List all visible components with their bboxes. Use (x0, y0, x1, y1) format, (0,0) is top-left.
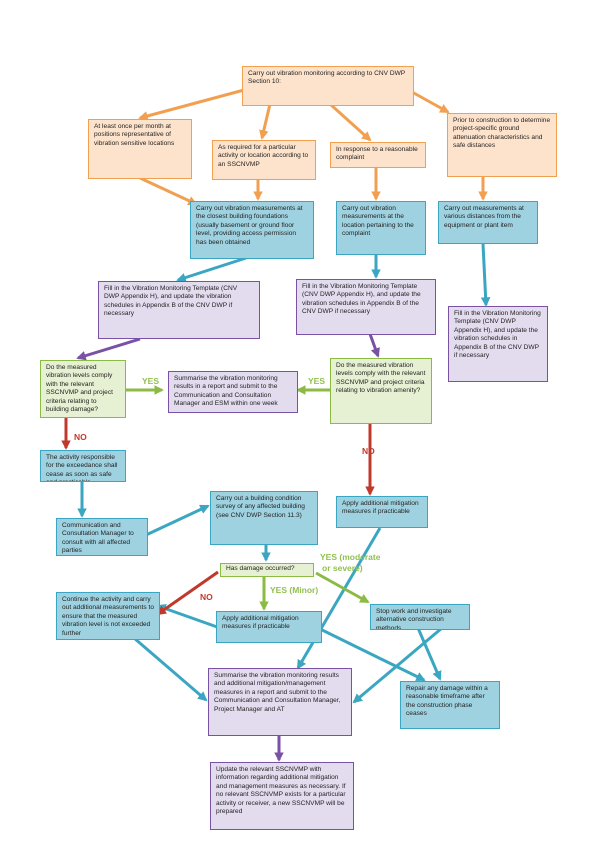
arrow-templatemid-comply (368, 333, 380, 358)
label-yes-moderate-line2: or severe) (322, 563, 363, 573)
arrow-measure-templateleft (176, 256, 247, 283)
arrow-mitigationmid-repair (317, 626, 426, 682)
node-summarise-week: Summarise the vibration monitoring resul… (168, 371, 298, 413)
label-no-damage: NO (200, 592, 213, 602)
arrow-consult-survey (145, 504, 210, 537)
node-stop-work: Stop work and investigate alternative co… (370, 604, 470, 630)
arrow-measure-templateright (480, 243, 491, 307)
label-yes-moderate-line1: YES (moderate (320, 552, 381, 562)
arrow-continue-summary (133, 636, 208, 702)
node-as-required: As required for a particular activity or… (212, 140, 316, 180)
node-damage-occurred: Has damage occurred? (220, 563, 314, 577)
arrow-templateleft-comply (76, 337, 141, 361)
node-measure-distances: Carry out measurements at various distan… (438, 201, 538, 244)
node-measure-complaint: Carry out vibration measurements at the … (336, 201, 426, 255)
node-measure-foundations: Carry out vibration measurements at the … (190, 201, 314, 259)
node-comply-damage: Do the measured vibration levels comply … (40, 360, 126, 418)
arrow-start-asrequired (259, 103, 272, 140)
node-start: Carry out vibration monitoring according… (242, 66, 414, 106)
node-apply-mitigation-right: Apply additional mitigation measures if … (336, 496, 428, 528)
node-continue-activity: Continue the activity and carry out addi… (56, 592, 160, 640)
node-update-sscnvmp: Update the relevant SSCNVMP with informa… (210, 762, 354, 830)
node-apply-mitigation-mid: Apply additional mitigation measures if … (216, 611, 322, 643)
label-yes-minor: YES (Minor) (270, 585, 319, 595)
label-yes-left: YES (142, 376, 160, 386)
node-comply-amenity: Do the measured vibration levels comply … (330, 358, 432, 424)
label-yes-right: YES (308, 376, 326, 386)
node-template-right: Fill in the Vibration Monitoring Templat… (448, 306, 548, 382)
node-prior: Prior to construction to determine proje… (447, 113, 557, 177)
label-no-right: NO (362, 446, 375, 456)
node-repair: Repair any damage within a reasonable ti… (400, 681, 500, 729)
arrow-start-monthly (138, 88, 245, 121)
arrow-mitigationmid-continue (156, 604, 221, 630)
node-summarise-final: Summarise the vibration monitoring resul… (208, 668, 352, 736)
node-cease: The activity responsible for the exceeda… (40, 450, 126, 482)
arrow-stop-repair (416, 627, 442, 681)
node-template-left: Fill in the Vibration Monitoring Templat… (98, 281, 260, 339)
arrow-stop-summary (352, 626, 443, 704)
label-no-left: NO (74, 432, 87, 442)
node-consult: Communication and Consultation Manager t… (56, 518, 148, 556)
node-monthly: At least once per month at positions rep… (88, 119, 192, 179)
arrow-monthly-measure (139, 176, 198, 206)
arrow-start-complaint (328, 102, 372, 142)
arrow-yes-moderate (315, 571, 370, 604)
arrow-start-prior (411, 90, 450, 114)
arrow-no-damage (156, 570, 219, 616)
node-complaint: In response to a reasonable complaint (330, 142, 426, 168)
arrow-mitigationright-summary (296, 527, 382, 670)
node-template-mid: Fill in the Vibration Monitoring Templat… (296, 279, 436, 335)
node-condition-survey: Carry out a building condition survey of… (210, 491, 318, 545)
